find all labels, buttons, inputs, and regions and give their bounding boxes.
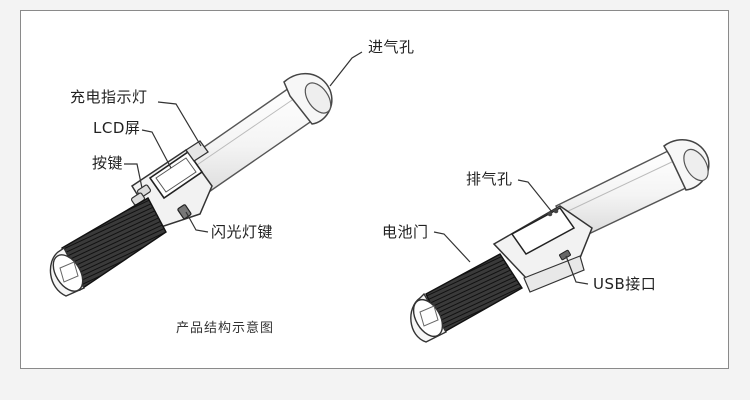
leader-line-usb-port: [565, 255, 589, 285]
leader-line-flashlight-button: [185, 211, 209, 233]
leader-line-charge-indicator: [157, 101, 202, 147]
label-flashlight-button: 闪光灯键: [211, 223, 274, 241]
label-battery-door: 电池门: [382, 223, 429, 241]
leader-line-lcd-screen: [141, 129, 172, 169]
label-air-inlet: 进气孔: [368, 38, 415, 56]
label-charge-indicator: 充电指示灯: [70, 88, 148, 106]
leader-line-air-inlet: [329, 51, 363, 87]
label-button: 按键: [92, 154, 124, 172]
label-air-outlet: 排气孔: [466, 170, 513, 188]
left-device: [49, 72, 333, 297]
leader-line-air-outlet: [517, 179, 553, 213]
right-device: [410, 139, 710, 343]
leader-line-battery-door: [433, 231, 471, 263]
label-lcd-screen: LCD屏: [93, 119, 141, 137]
label-usb-port: USB接口: [593, 275, 657, 293]
leader-line-button: [124, 163, 143, 189]
diagram-caption: 产品结构示意图: [176, 321, 275, 336]
